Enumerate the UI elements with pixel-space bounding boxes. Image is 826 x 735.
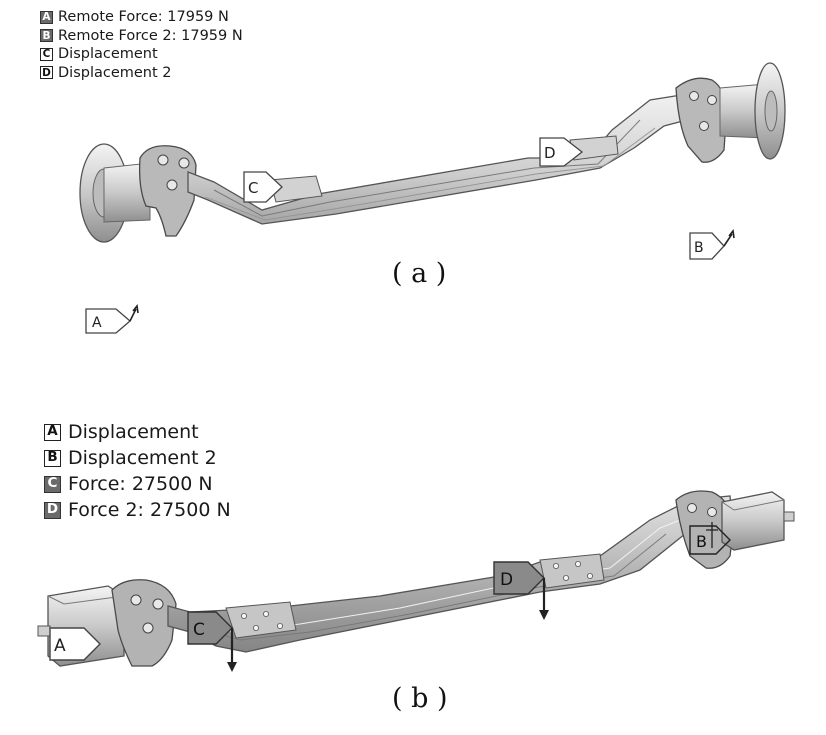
right-pin-b	[783, 511, 795, 522]
legend-a-badge-4: D	[40, 66, 53, 80]
knuckle-bolt-b5	[707, 507, 717, 517]
tag-b-a-letter: B	[694, 240, 704, 256]
tag-c-b: C	[187, 611, 237, 672]
legend-b-item-4: D Force 2: 27500 N	[44, 497, 231, 523]
legend-b-label-2: Displacement 2	[68, 447, 217, 469]
legend-b-item-1: A Displacement	[44, 419, 231, 445]
left-hub-cylinder-a	[103, 162, 151, 223]
legend-a-item-3: C Displacement	[40, 45, 243, 64]
tag-a-b: A	[49, 627, 101, 661]
knuckle-bolt-a2	[178, 157, 190, 169]
legend-a-item-4: D Displacement 2	[40, 64, 243, 83]
tag-c-a-letter: C	[248, 179, 258, 197]
legend-a-badge-2: B	[40, 29, 53, 43]
legend-a-badge-1: A	[40, 10, 53, 24]
legend-b-item-2: B Displacement 2	[44, 445, 231, 471]
legend-b-badge-1: A	[44, 423, 61, 441]
legend-b-item-3: C Force: 27500 N	[44, 471, 231, 497]
force-arrow-a-a	[129, 304, 139, 322]
knuckle-bolt-a1	[157, 154, 169, 166]
knuckle-bolt-a5	[707, 95, 717, 105]
knuckle-bolt-a3	[166, 179, 178, 191]
tag-d-a-letter: D	[544, 144, 556, 162]
knuckle-bolt-a6	[699, 121, 709, 131]
beam-mid-line-a	[204, 127, 656, 221]
left-pin-b	[37, 625, 51, 637]
right-knuckle-a	[675, 77, 727, 163]
legend-a: A Remote Force: 17959 N B Remote Force 2…	[40, 8, 243, 82]
knuckle-bolt-b1	[130, 594, 142, 606]
tag-d-b-letter: D	[500, 570, 513, 590]
caption-b: ( b )	[392, 683, 448, 714]
tag-a-a: A	[85, 304, 139, 334]
legend-b: A Displacement B Displacement 2 C Force:…	[44, 419, 231, 523]
knuckle-bolt-b3	[142, 622, 154, 634]
legend-a-label-4: Displacement 2	[58, 64, 172, 81]
beam-top-line-a	[213, 119, 641, 217]
force-arrow-b-a	[723, 229, 735, 247]
knuckle-bolt-b2	[152, 598, 164, 610]
tag-b-b: B	[689, 522, 731, 555]
knuckle-bolt-b4	[687, 503, 697, 513]
legend-b-label-1: Displacement	[68, 421, 199, 443]
legend-a-label-1: Remote Force: 17959 N	[58, 9, 229, 25]
right-block-b	[721, 491, 785, 551]
tag-d-b: D	[493, 561, 549, 620]
beam-mid-line-b	[191, 533, 667, 641]
legend-a-badge-3: C	[40, 47, 53, 61]
legend-a-label-3: Displacement	[58, 46, 158, 62]
legend-b-badge-4: D	[44, 501, 61, 519]
knuckle-bolt-a4	[689, 91, 699, 101]
right-hub-center-a	[764, 90, 778, 132]
tag-d-a: D	[539, 137, 584, 167]
legend-b-label-4: Force 2: 27500 N	[68, 499, 231, 521]
legend-b-label-3: Force: 27500 N	[68, 473, 213, 495]
legend-b-badge-2: B	[44, 449, 61, 467]
legend-b-badge-3: C	[44, 475, 61, 493]
tag-a-a-letter: A	[92, 315, 102, 331]
tag-a-b-letter: A	[54, 636, 66, 656]
axle-model-a	[79, 62, 786, 243]
axle-beam-a	[187, 91, 703, 225]
tag-c-b-letter: C	[193, 620, 205, 640]
left-knuckle-a	[138, 145, 197, 237]
caption-a: ( a )	[392, 258, 447, 289]
tag-c-a: C	[243, 171, 283, 203]
tag-b-b-letter: B	[696, 532, 707, 551]
legend-a-item-1: A Remote Force: 17959 N	[40, 8, 243, 27]
legend-a-label-2: Remote Force 2: 17959 N	[58, 27, 243, 44]
axle-model-b	[37, 490, 795, 667]
legend-a-item-2: B Remote Force 2: 17959 N	[40, 27, 243, 46]
tag-b-a: B	[689, 229, 735, 260]
